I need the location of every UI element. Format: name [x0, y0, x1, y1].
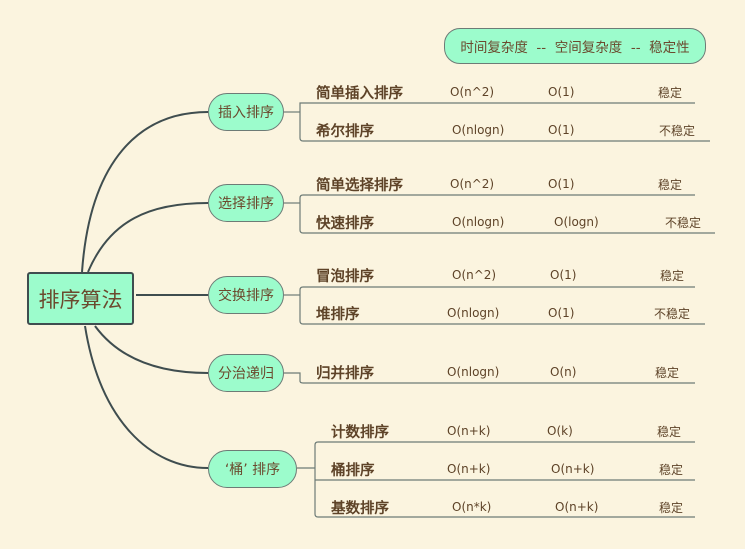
leaf-space: O(1) [548, 177, 575, 191]
leaf-space: O(n+k) [555, 500, 599, 514]
leaf-name[interactable]: 基数排序 [331, 501, 389, 517]
leaf-name[interactable]: 归并排序 [316, 366, 374, 382]
leaf-name[interactable]: 简单选择排序 [316, 178, 403, 194]
leaf-stability: 稳定 [658, 86, 683, 100]
group-insertion-sort[interactable]: 插入排序 [208, 93, 284, 131]
leaf-stability: 不稳定 [659, 124, 696, 138]
leaf-name[interactable]: 快速排序 [316, 216, 374, 232]
group-selection-sort[interactable]: 选择排序 [208, 184, 284, 222]
leaf-stability: 稳定 [660, 269, 685, 283]
leaf-time: O(n+k) [447, 424, 491, 438]
leaf-stability: 稳定 [655, 366, 680, 380]
legend-node[interactable]: 时间复杂度 -- 空间复杂度 -- 稳定性 [444, 28, 706, 64]
leaf-time: O(nlogn) [447, 365, 500, 379]
leaf-name[interactable]: 桶排序 [331, 463, 375, 479]
leaf-space: O(n) [550, 365, 577, 379]
leaf-time: O(n^2) [450, 177, 495, 191]
group-bucket-sort[interactable]: ‘桶’ 排序 [208, 450, 297, 488]
root-node[interactable]: 排序算法 [27, 272, 134, 325]
leaf-time: O(nlogn) [452, 123, 505, 137]
leaf-space: O(1) [548, 85, 575, 99]
leaf-stability: 稳定 [659, 463, 684, 477]
leaf-time: O(n^2) [452, 268, 497, 282]
group-exchange-sort[interactable]: 交换排序 [208, 276, 284, 314]
leaf-name[interactable]: 冒泡排序 [316, 269, 374, 285]
leaf-space: O(logn) [554, 215, 599, 229]
leaf-space: O(k) [547, 424, 573, 438]
leaf-time: O(n*k) [452, 500, 492, 514]
leaf-space: O(1) [550, 268, 577, 282]
leaf-stability: 不稳定 [665, 216, 702, 230]
leaf-space: O(1) [548, 123, 575, 137]
leaf-name[interactable]: 简单插入排序 [316, 86, 403, 102]
group-divide-conquer[interactable]: 分治递归 [208, 354, 284, 392]
leaf-time: O(nlogn) [447, 306, 500, 320]
leaf-time: O(n+k) [447, 462, 491, 476]
leaf-stability: 稳定 [659, 501, 684, 515]
leaf-stability: 稳定 [657, 425, 682, 439]
leaf-name[interactable]: 堆排序 [316, 307, 360, 323]
leaf-space: O(n+k) [551, 462, 595, 476]
leaf-time: O(n^2) [450, 85, 495, 99]
leaf-stability: 稳定 [658, 178, 683, 192]
leaf-name[interactable]: 计数排序 [331, 425, 389, 441]
leaf-space: O(1) [548, 306, 575, 320]
leaf-name[interactable]: 希尔排序 [316, 124, 374, 140]
leaf-stability: 不稳定 [654, 307, 691, 321]
leaf-time: O(nlogn) [452, 215, 505, 229]
